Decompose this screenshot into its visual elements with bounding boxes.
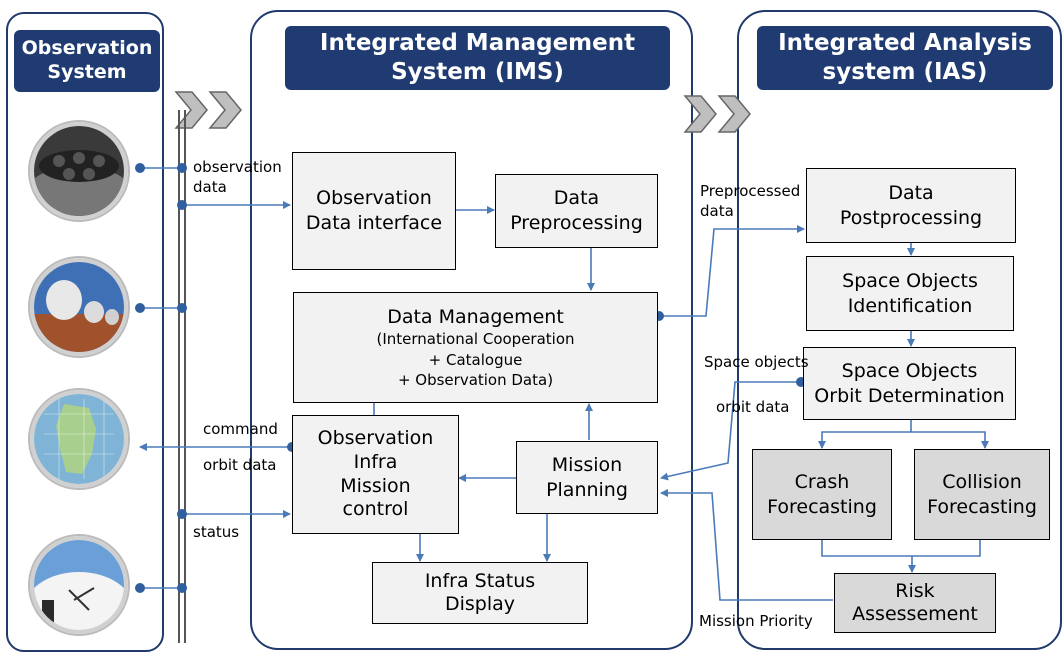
radar-dish-photo — [30, 258, 128, 356]
observation-data-label: observation data — [193, 158, 282, 196]
data-management-title: Data Management — [387, 305, 564, 328]
chevron-right-icon — [683, 95, 751, 133]
data-preprocessing-box: Data Preprocessing — [495, 174, 658, 248]
mission-planning-box: Mission Planning — [516, 441, 658, 514]
telescope-dome-photo — [30, 122, 128, 220]
chevron-right-icon — [174, 91, 242, 129]
ims-header: Integrated Management System (IMS) — [285, 26, 670, 90]
space-objects-identification-box: Space Objects Identification — [806, 256, 1014, 331]
space-objects-orbit-determination-box: Space Objects Orbit Determination — [803, 347, 1016, 420]
observation-infra-mission-control-box: Observation Infra Mission control — [292, 415, 459, 534]
data-management-subtitle: (International Cooperation + Catalogue +… — [376, 330, 575, 389]
ias-header: Integrated Analysis system (IAS) — [757, 26, 1053, 90]
preprocessed-data-label: Preprocessed data — [700, 182, 801, 221]
observation-data-interface-box: Observation Data interface — [292, 152, 456, 270]
korea-map-photo — [30, 390, 128, 488]
space-objects-label: Space objects — [704, 353, 809, 371]
status-label: status — [193, 523, 240, 541]
observation-system-header: Observation System — [14, 30, 160, 92]
data-management-box: Data Management (International Cooperati… — [293, 292, 658, 403]
collision-forecasting-box: Collision Forecasting — [914, 449, 1050, 540]
infra-status-display-box: Infra Status Display — [372, 562, 588, 624]
risk-assessment-box: Risk Assessement — [834, 573, 996, 633]
orbit-data-ias-label: orbit data — [716, 398, 790, 416]
orbit-data-label: orbit data — [203, 456, 277, 474]
mission-priority-label: Mission Priority — [699, 612, 813, 630]
data-postprocessing-box: Data Postprocessing — [806, 168, 1016, 243]
crash-forecasting-box: Crash Forecasting — [752, 449, 892, 540]
command-label: command — [203, 420, 278, 438]
